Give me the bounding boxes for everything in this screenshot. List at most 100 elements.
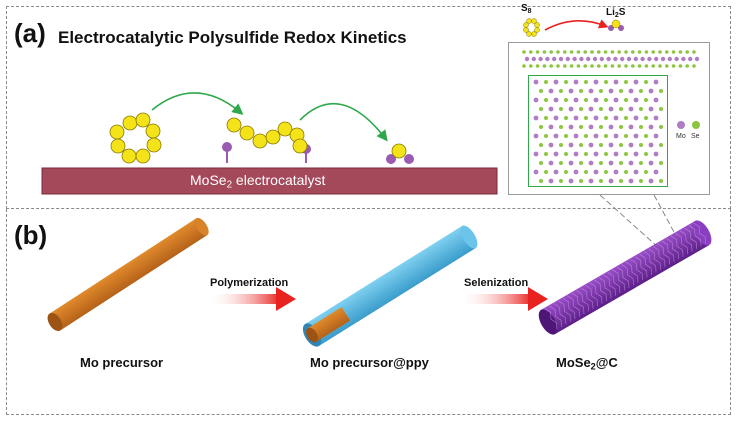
legend-mo-label: Mo xyxy=(676,133,686,140)
substrate-label-rest: electrocatalyst xyxy=(232,172,326,188)
side-atom xyxy=(651,64,655,68)
side-atom xyxy=(597,64,601,68)
side-atom xyxy=(692,50,696,54)
lattice-atom xyxy=(653,115,659,121)
rod-texture-line xyxy=(688,225,702,247)
side-atom xyxy=(681,56,686,62)
rod-texture-line xyxy=(612,269,625,291)
side-atom xyxy=(694,56,700,62)
side-atom xyxy=(626,56,632,62)
lattice-atom xyxy=(533,115,539,121)
product-sub: 2 xyxy=(614,11,619,19)
lattice-atom xyxy=(588,142,594,148)
rod-texture-line xyxy=(679,230,693,252)
rod-texture-line xyxy=(549,305,562,327)
crystal-top-view-frame xyxy=(528,75,668,187)
lattice-atom xyxy=(644,170,648,174)
lattice-atom xyxy=(564,116,568,120)
lattice-atom xyxy=(588,160,594,166)
lattice-atom xyxy=(588,88,594,94)
lattice-atom xyxy=(624,170,628,174)
side-atom xyxy=(549,64,553,68)
rod-texture-line xyxy=(544,308,558,330)
lattice-atom xyxy=(659,179,663,183)
side-atom xyxy=(674,56,679,62)
side-atom xyxy=(637,64,642,68)
rod-texture-line xyxy=(580,287,594,309)
side-atom xyxy=(576,50,581,54)
side-atom xyxy=(637,50,642,54)
lattice-atom xyxy=(584,170,588,174)
lattice-atom xyxy=(588,106,594,112)
side-atom xyxy=(631,64,635,68)
side-atom xyxy=(610,50,615,54)
rod-texture-line xyxy=(693,222,706,244)
rod-texture-line xyxy=(553,303,567,325)
lattice-atom xyxy=(533,79,539,85)
side-atom xyxy=(563,64,567,68)
side-atom xyxy=(576,64,581,68)
substrate-label-sub: 2 xyxy=(226,179,233,191)
lattice-atom xyxy=(613,151,619,157)
lattice-atom xyxy=(544,98,548,102)
inset-reaction xyxy=(523,18,624,37)
side-atom xyxy=(558,56,564,62)
side-atom xyxy=(667,56,672,62)
rod-texture-line xyxy=(634,256,648,278)
side-atom xyxy=(658,50,662,54)
lattice-atom xyxy=(648,106,654,112)
lattice-atom xyxy=(584,116,588,120)
side-atom xyxy=(606,56,611,62)
conversion-arrow-1 xyxy=(151,92,244,115)
lattice-atom xyxy=(624,116,628,120)
crystal-side-view xyxy=(522,50,700,68)
side-atom xyxy=(640,56,645,62)
lattice-atom xyxy=(553,169,559,175)
lattice-atom xyxy=(539,143,543,147)
lattice-atom xyxy=(633,97,639,103)
lattice-atom xyxy=(593,169,599,175)
rod-texture-line xyxy=(558,300,571,322)
lattice-atom xyxy=(564,152,568,156)
side-atom xyxy=(535,64,540,68)
side-atom xyxy=(538,56,543,62)
lattice-atom xyxy=(644,134,648,138)
lattice-atom xyxy=(559,143,563,147)
lattice-atom xyxy=(584,134,588,138)
side-atom xyxy=(613,56,618,62)
lattice-atom xyxy=(584,80,588,84)
lattice-atom xyxy=(633,133,639,139)
lattice-atom xyxy=(628,142,634,148)
lattice-atom xyxy=(564,80,568,84)
side-atom xyxy=(531,56,536,62)
label-mo-precursor-ppy: Mo precursor@ppy xyxy=(310,355,429,370)
side-atom xyxy=(552,56,557,62)
rod-texture-line xyxy=(652,246,666,268)
lattice-atom xyxy=(628,160,634,166)
lattice-atom xyxy=(539,107,543,111)
side-atom xyxy=(535,50,540,54)
side-atom xyxy=(617,50,621,54)
lattice-atom xyxy=(573,97,579,103)
rod-texture-line xyxy=(607,272,621,294)
selenization-arrow xyxy=(462,287,548,311)
label3-sub: 2 xyxy=(590,361,596,372)
lattice-atom xyxy=(564,170,568,174)
rod-texture-line xyxy=(639,253,652,275)
rod-texture-line xyxy=(571,292,585,314)
label3-base: MoSe xyxy=(556,355,591,370)
lattice-atom xyxy=(573,151,579,157)
lattice-atom xyxy=(568,142,574,148)
lattice-atom xyxy=(613,97,619,103)
lattice-atom xyxy=(639,107,643,111)
side-atom xyxy=(583,50,587,54)
lattice-atom xyxy=(613,115,619,121)
side-atom xyxy=(522,64,526,68)
side-atom xyxy=(586,56,591,62)
side-atom xyxy=(647,56,652,62)
lattice-atom xyxy=(548,124,554,130)
side-atom xyxy=(624,64,628,68)
lattice-atom xyxy=(579,143,583,147)
lattice-atom xyxy=(604,116,608,120)
